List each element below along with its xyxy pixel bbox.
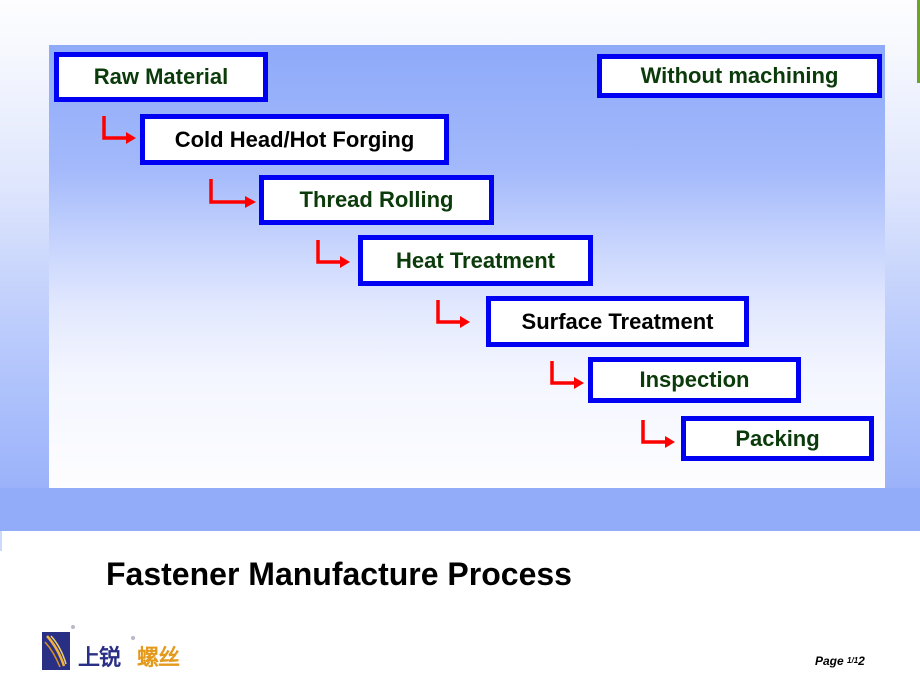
arrow-1-icon (102, 116, 136, 144)
step-thread-rolling: Thread Rolling (259, 175, 494, 225)
logo-mark-icon (42, 632, 70, 670)
registered-mark-icon (131, 636, 135, 640)
arrow-2-icon (209, 179, 256, 208)
step-surface-treatment: Surface Treatment (486, 296, 749, 347)
arrow-5-icon (550, 361, 584, 389)
step-inspection: Inspection (588, 357, 801, 403)
note-without-machining: Without machining (597, 54, 882, 98)
page-label-text: Page (815, 654, 848, 668)
page-fraction: 1/1 (847, 656, 859, 665)
logo-text-primary: 上锐 (78, 646, 121, 671)
step-heat-treatment: Heat Treatment (358, 235, 593, 286)
background-notch (0, 531, 2, 551)
arrow-6-icon (641, 420, 675, 448)
registered-mark-icon (71, 625, 75, 629)
step-raw-material: Raw Material (54, 52, 268, 102)
step-packing: Packing (681, 416, 874, 461)
green-edge-accent (917, 0, 920, 83)
step-cold-head-hot-forging: Cold Head/Hot Forging (140, 114, 449, 165)
page-total: 2 (858, 654, 865, 668)
arrow-4-icon (436, 300, 470, 328)
company-logo: 上锐 螺丝 (40, 622, 200, 672)
background-strip (0, 488, 920, 531)
arrow-3-icon (316, 240, 350, 268)
page-number: Page 1/12 (815, 654, 865, 668)
logo-text-secondary: 螺丝 (137, 646, 180, 671)
slide-title: Fastener Manufacture Process (106, 556, 572, 592)
